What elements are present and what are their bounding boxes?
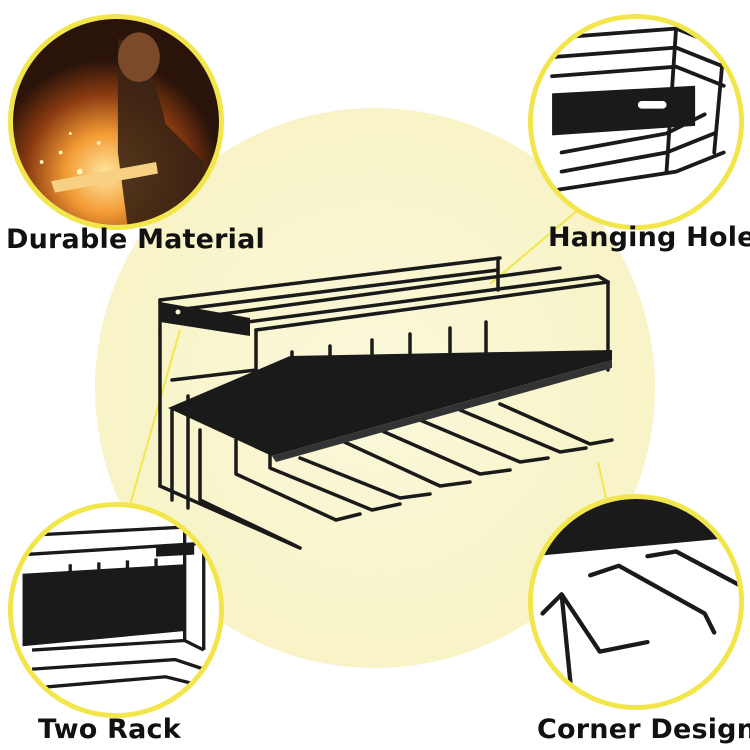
two-rack-callout — [8, 502, 224, 718]
corner-design-label: Corner Design — [537, 714, 750, 745]
corner-hook-closeup-icon — [533, 499, 739, 705]
welding-photo-icon — [13, 19, 219, 225]
hanging-hole-closeup-icon — [533, 19, 739, 225]
two-rack-label: Two Rack — [38, 714, 181, 745]
corner-design-callout — [528, 494, 744, 710]
hanging-hole-label: Hanging Hole — [548, 222, 750, 253]
durable-material-label: Durable Material — [6, 224, 266, 255]
two-tier-rack-closeup-icon — [13, 507, 219, 713]
hanging-hole-callout — [528, 14, 744, 230]
durable-material-callout — [8, 14, 224, 230]
